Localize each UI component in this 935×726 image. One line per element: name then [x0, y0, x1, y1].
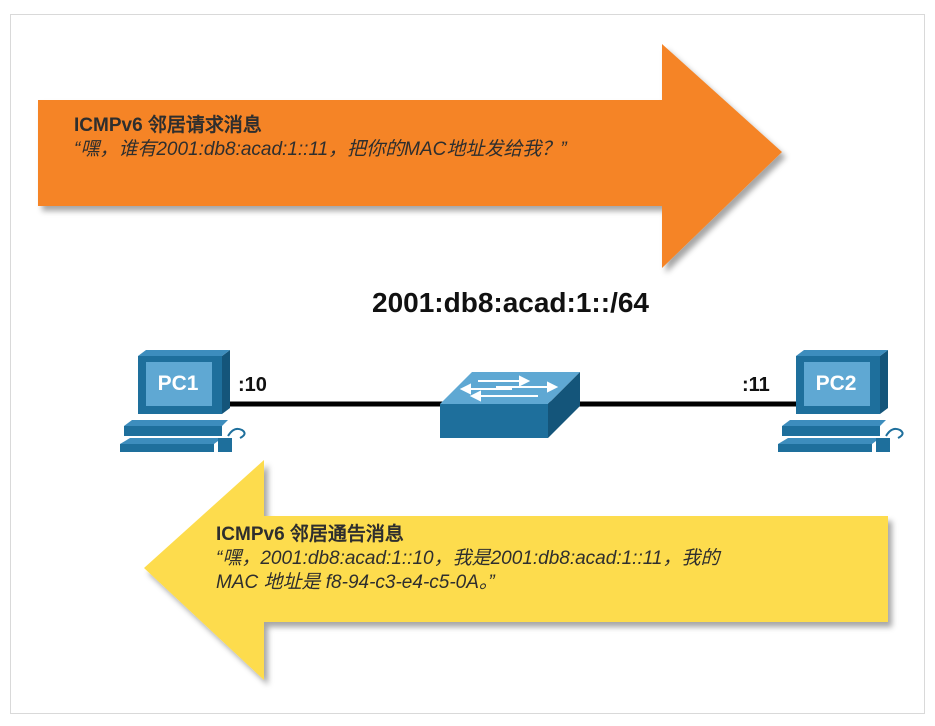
- pc2-label: PC2: [815, 372, 857, 395]
- switch-icon: [440, 372, 580, 438]
- advertisement-title: ICMPv6 邻居通告消息: [216, 524, 404, 545]
- pc1-label: PC1: [157, 372, 199, 395]
- pc-icon: [778, 350, 904, 452]
- solicitation-arrow: [38, 44, 782, 268]
- advertisement-body: “嘿，2001:db8:acad:1::10，我是2001:db8:acad:1…: [216, 548, 720, 593]
- solicitation-message: ICMPv6 邻居请求消息 “嘿，谁有2001:db8:acad:1::11，把…: [74, 114, 594, 162]
- advertisement-message: ICMPv6 邻居通告消息 “嘿，2001:db8:acad:1::10，我是2…: [216, 523, 736, 595]
- pc1-interface-id: :10: [238, 374, 267, 396]
- pc-icon: [120, 350, 246, 452]
- pc2-interface-id: :11: [742, 374, 770, 396]
- solicitation-body: “嘿，谁有2001:db8:acad:1::11，把你的MAC地址发给我？”: [74, 139, 567, 160]
- solicitation-title: ICMPv6 邻居请求消息: [74, 115, 262, 136]
- network-prefix: 2001:db8:acad:1::/64: [372, 287, 650, 318]
- advertisement-arrow: [144, 460, 888, 680]
